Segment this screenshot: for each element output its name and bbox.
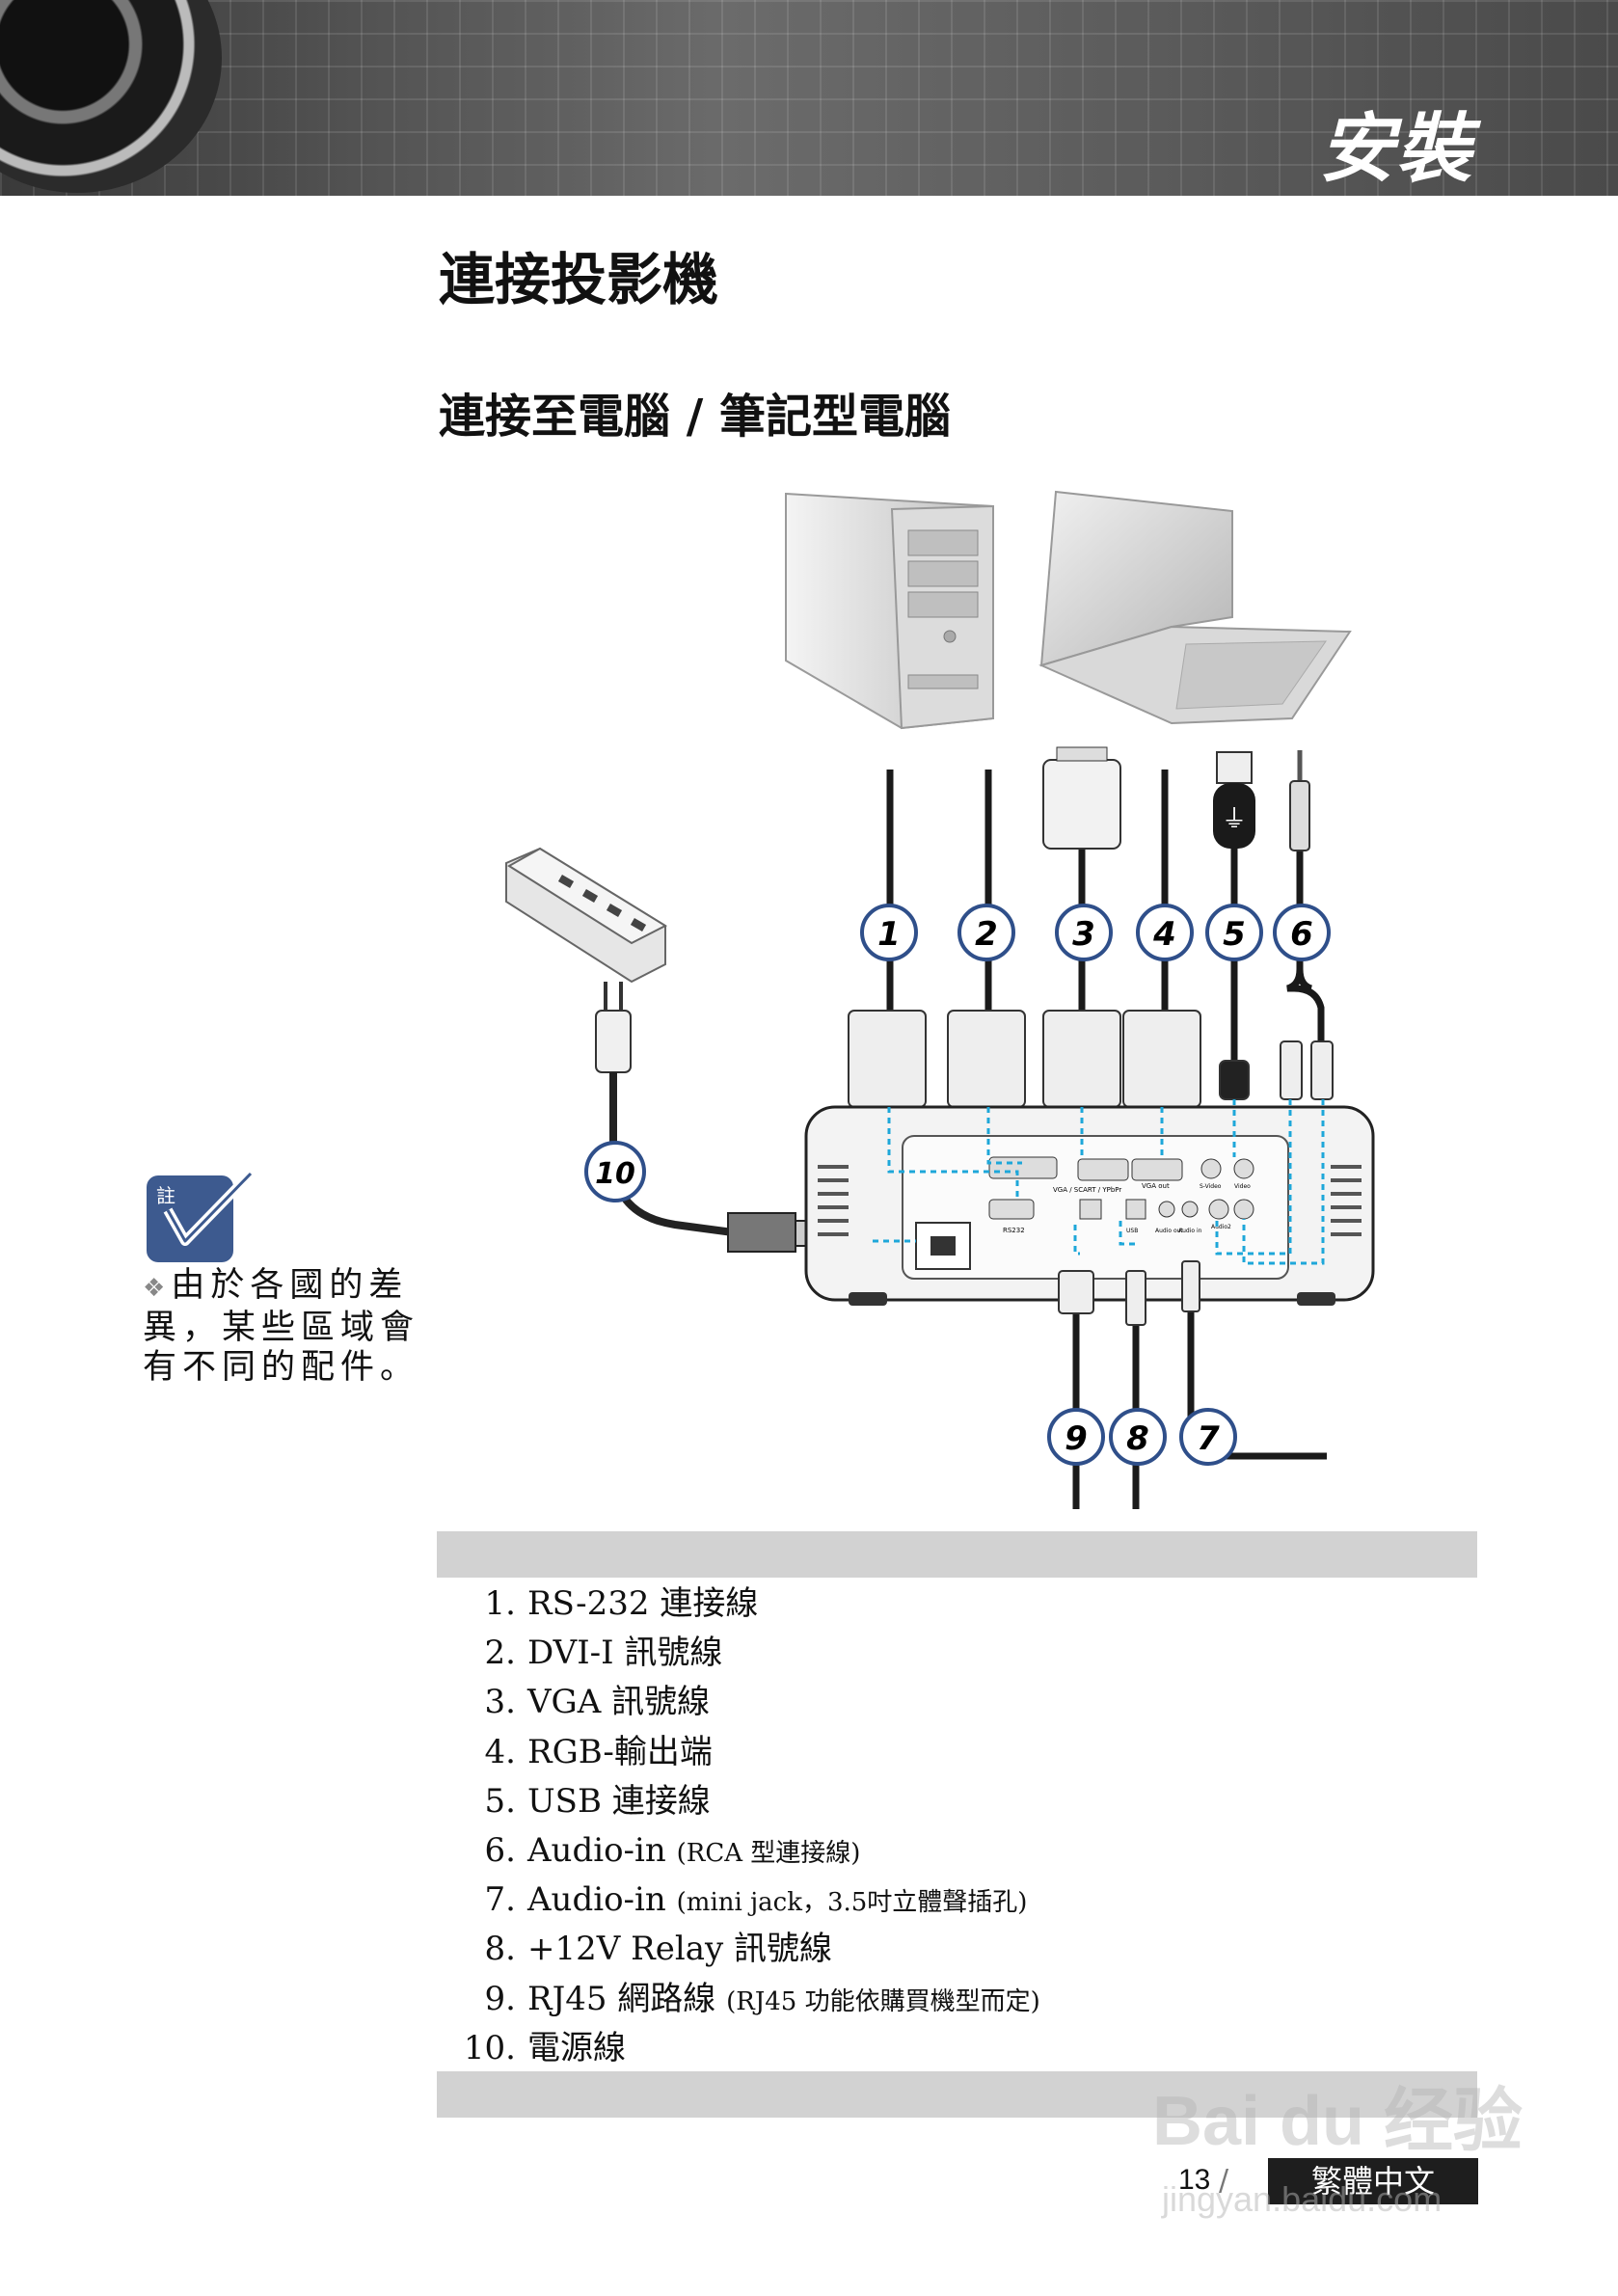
svg-text:6: 6 [1290, 915, 1313, 954]
callout-4: 4 [1136, 904, 1194, 961]
page-number: 13 [1178, 2164, 1211, 2196]
list-item: 5.USB 連接線 [484, 1781, 711, 1821]
callout-9: 9 [1047, 1408, 1105, 1466]
note-checkmark-icon: 註 [147, 1170, 255, 1262]
callout-3: 3 [1055, 904, 1113, 961]
svg-text:2: 2 [975, 915, 998, 954]
watermark-brand: Bai du 经验 [1152, 2083, 1524, 2160]
port-label-vga: VGA / SCART / YPbPr [1053, 1186, 1121, 1194]
svg-text:註: 註 [156, 1184, 175, 1207]
list-item: 10.電源線 [463, 2028, 626, 2067]
dotted-guides [873, 1099, 1325, 1265]
port-label-vga-out: VGA out [1142, 1182, 1170, 1190]
svg-text:3: 3 [1072, 915, 1095, 954]
page-title: 連接投影機 [439, 247, 719, 312]
db-connectors [848, 1010, 1334, 1108]
list-item: 8.+12V Relay 訊號線 [484, 1930, 832, 1969]
diamond-bullet-icon: ❖ [143, 1274, 166, 1303]
desktop-pc-icon [785, 492, 994, 730]
page-divider: / [1219, 2164, 1229, 2198]
callout-10: 10 [584, 1141, 646, 1202]
svg-text:7: 7 [1197, 1419, 1220, 1458]
watermark-url: jingyan.baidu.com [1162, 2179, 1443, 2219]
list-item: 6.Audio-in (RCA 型連接線) [484, 1830, 861, 1870]
mini-jack-icon [1289, 750, 1310, 851]
vga-connector-icon [1042, 746, 1121, 850]
svg-text:8: 8 [1126, 1419, 1149, 1458]
list-item: 3.VGA 訊號線 [484, 1683, 711, 1722]
svg-text:4: 4 [1152, 915, 1176, 954]
callout-6: 6 [1273, 904, 1331, 961]
port-label-audio2: Audio2 [1211, 1224, 1231, 1230]
language-tab: 繁體中文 [1268, 2158, 1478, 2204]
section-title: 安裝 [1318, 106, 1473, 193]
list-item: 9.RJ45 網路線 (RJ45 功能依購買機型而定) [484, 1979, 1040, 2018]
list-item: 1.RS-232 連接線 [484, 1584, 759, 1623]
callout-badges: 1 2 3 4 5 6 7 8 9 10 [584, 904, 1331, 1466]
svg-text:1: 1 [877, 915, 901, 954]
note-body: 由於各國的差異，某些區域會有不同的配件。 [143, 1266, 420, 1387]
projector-rear-icon: RS232 VGA / SCART / YPbPr VGA out S-Vide… [804, 1105, 1375, 1306]
callout-8: 8 [1109, 1408, 1167, 1466]
callout-7: 7 [1179, 1408, 1237, 1466]
port-label-audio-in: Audio in [1178, 1228, 1202, 1234]
list-item: 7.Audio-in (mini jack，3.5吋立體聲插孔) [484, 1880, 1028, 1920]
svg-text:5: 5 [1223, 915, 1246, 954]
list-item: 2.DVI-I 訊號線 [484, 1634, 723, 1673]
laptop-icon [1038, 490, 1352, 725]
port-label-usb: USB [1126, 1228, 1138, 1234]
list-bottom-bar [437, 2071, 1477, 2118]
section-subtitle: 連接至電腦 / 筆記型電腦 [439, 390, 951, 444]
port-label-audio-out: Audio out [1155, 1228, 1183, 1234]
cable-list: 1.RS-232 連接線 2.DVI-I 訊號線 3.VGA 訊號線 4.RGB… [437, 1580, 1477, 2073]
callout-1: 1 [860, 904, 918, 961]
note-text: ❖由於各國的差異，某些區域會有不同的配件。 [143, 1266, 422, 1388]
power-strip-icon [505, 847, 668, 984]
callout-5: 5 [1205, 904, 1263, 961]
port-label-rs232: RS232 [1003, 1227, 1025, 1234]
svg-text:⏚: ⏚ [1222, 805, 1247, 834]
usb-connector-icon: ⏚ [1213, 751, 1255, 849]
list-item: 4.RGB-輸出端 [484, 1732, 713, 1771]
port-label-video: Video [1234, 1183, 1251, 1190]
header-banner: 安裝 [0, 0, 1618, 196]
svg-text:10: 10 [595, 1157, 635, 1191]
port-label-svideo: S-Video [1200, 1183, 1222, 1190]
connection-diagram: ⏚ [505, 490, 1375, 1509]
bottom-plugs [1058, 1260, 1200, 1326]
cables-bottom [1072, 1273, 1327, 1509]
callout-2: 2 [957, 904, 1015, 961]
list-top-bar [437, 1531, 1477, 1578]
svg-text:9: 9 [1065, 1419, 1088, 1458]
